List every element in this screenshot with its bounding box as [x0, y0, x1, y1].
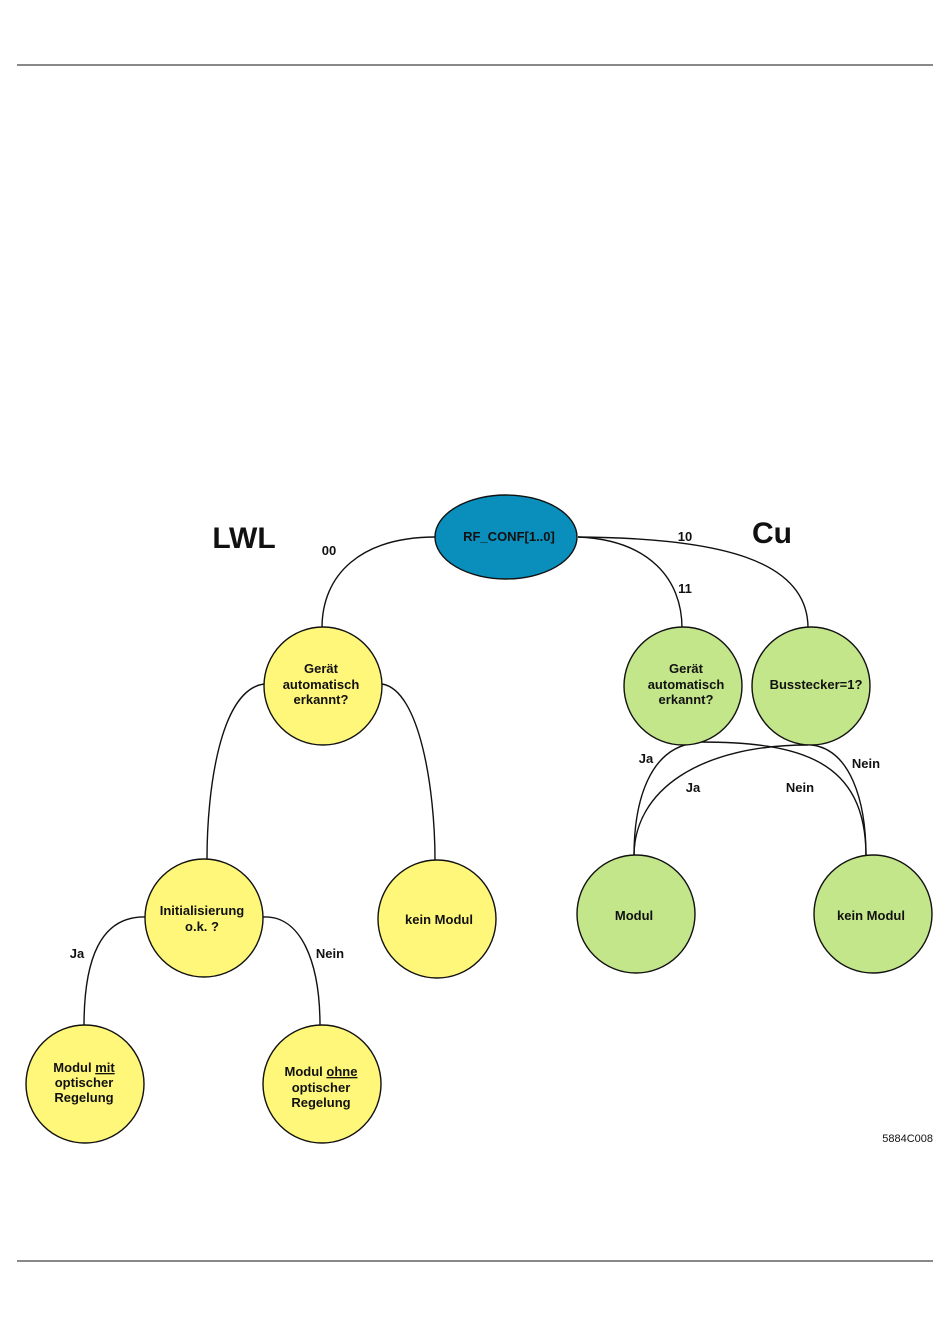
edge-label-00: 00: [322, 543, 336, 558]
node-geraet-lwl: Gerät automatisch erkannt?: [264, 627, 382, 745]
svg-text:Regelung: Regelung: [291, 1095, 350, 1110]
svg-text:kein Modul: kein Modul: [837, 908, 905, 923]
modul-mit-emphasis: mit: [95, 1060, 115, 1075]
modul-mit-plain: Modul: [53, 1060, 95, 1075]
node-modul-mit: Modul mit optischer Regelung: [26, 1025, 144, 1143]
edge-init-modul-mit: [84, 917, 147, 1026]
modul-ohne-plain: Modul: [285, 1064, 327, 1079]
edge-geraet-kein-modul: [382, 684, 435, 860]
svg-text:Modul mit: Modul mit: [53, 1060, 115, 1075]
edge-label-geraet-cu-nein: Nein: [786, 780, 814, 795]
edge-label-init-nein: Nein: [316, 946, 344, 961]
svg-text:Busstecker=1?: Busstecker=1?: [770, 677, 863, 692]
node-kein-modul-lwl: kein Modul: [378, 860, 496, 978]
svg-text:Initialisierung: Initialisierung: [160, 903, 245, 918]
edge-label-busstecker-nein: Nein: [852, 756, 880, 771]
svg-text:Gerät: Gerät: [669, 661, 704, 676]
svg-text:automatisch: automatisch: [283, 677, 360, 692]
edge-label-10: 10: [678, 529, 692, 544]
svg-text:Gerät: Gerät: [304, 661, 339, 676]
node-modul-ohne: Modul ohne optischer Regelung: [263, 1025, 381, 1143]
svg-text:Regelung: Regelung: [54, 1090, 113, 1105]
node-kein-modul-cu: kein Modul: [814, 855, 932, 973]
svg-text:erkannt?: erkannt?: [294, 692, 349, 707]
edge-geraet-init: [207, 684, 264, 859]
svg-text:kein Modul: kein Modul: [405, 912, 473, 927]
edge-label-busstecker-ja: Ja: [686, 780, 701, 795]
edge-init-modul-ohne: [263, 917, 320, 1026]
node-modul-cu: Modul: [577, 855, 695, 973]
edge-label-11: 11: [678, 581, 692, 596]
edge-root-cu-geraet: [578, 537, 682, 628]
figure-code: 5884C008: [882, 1133, 933, 1145]
node-init-ok: Initialisierung o.k. ?: [145, 859, 263, 977]
group-label-lwl: LWL: [212, 522, 275, 555]
svg-text:optischer: optischer: [292, 1080, 351, 1095]
root-node: RF_CONF[1..0]: [435, 495, 577, 579]
svg-text:Modul ohne: Modul ohne: [285, 1064, 358, 1079]
group-label-cu: Cu: [752, 517, 792, 550]
node-busstecker: Busstecker=1?: [752, 627, 870, 745]
node-geraet-cu: Gerät automatisch erkannt?: [624, 627, 742, 745]
svg-text:automatisch: automatisch: [648, 677, 725, 692]
edge-root-lwl: [322, 537, 436, 628]
root-label: RF_CONF[1..0]: [463, 529, 555, 544]
modul-ohne-emphasis: ohne: [326, 1064, 357, 1079]
svg-text:o.k. ?: o.k. ?: [185, 919, 219, 934]
edge-label-init-ja: Ja: [70, 946, 85, 961]
svg-text:Modul: Modul: [615, 908, 653, 923]
svg-text:erkannt?: erkannt?: [659, 692, 714, 707]
svg-text:optischer: optischer: [55, 1075, 114, 1090]
edge-root-busstecker: [578, 537, 808, 628]
edge-label-geraet-cu-ja: Ja: [639, 751, 654, 766]
edge-geraet-cu-kein-modul: [700, 742, 866, 856]
